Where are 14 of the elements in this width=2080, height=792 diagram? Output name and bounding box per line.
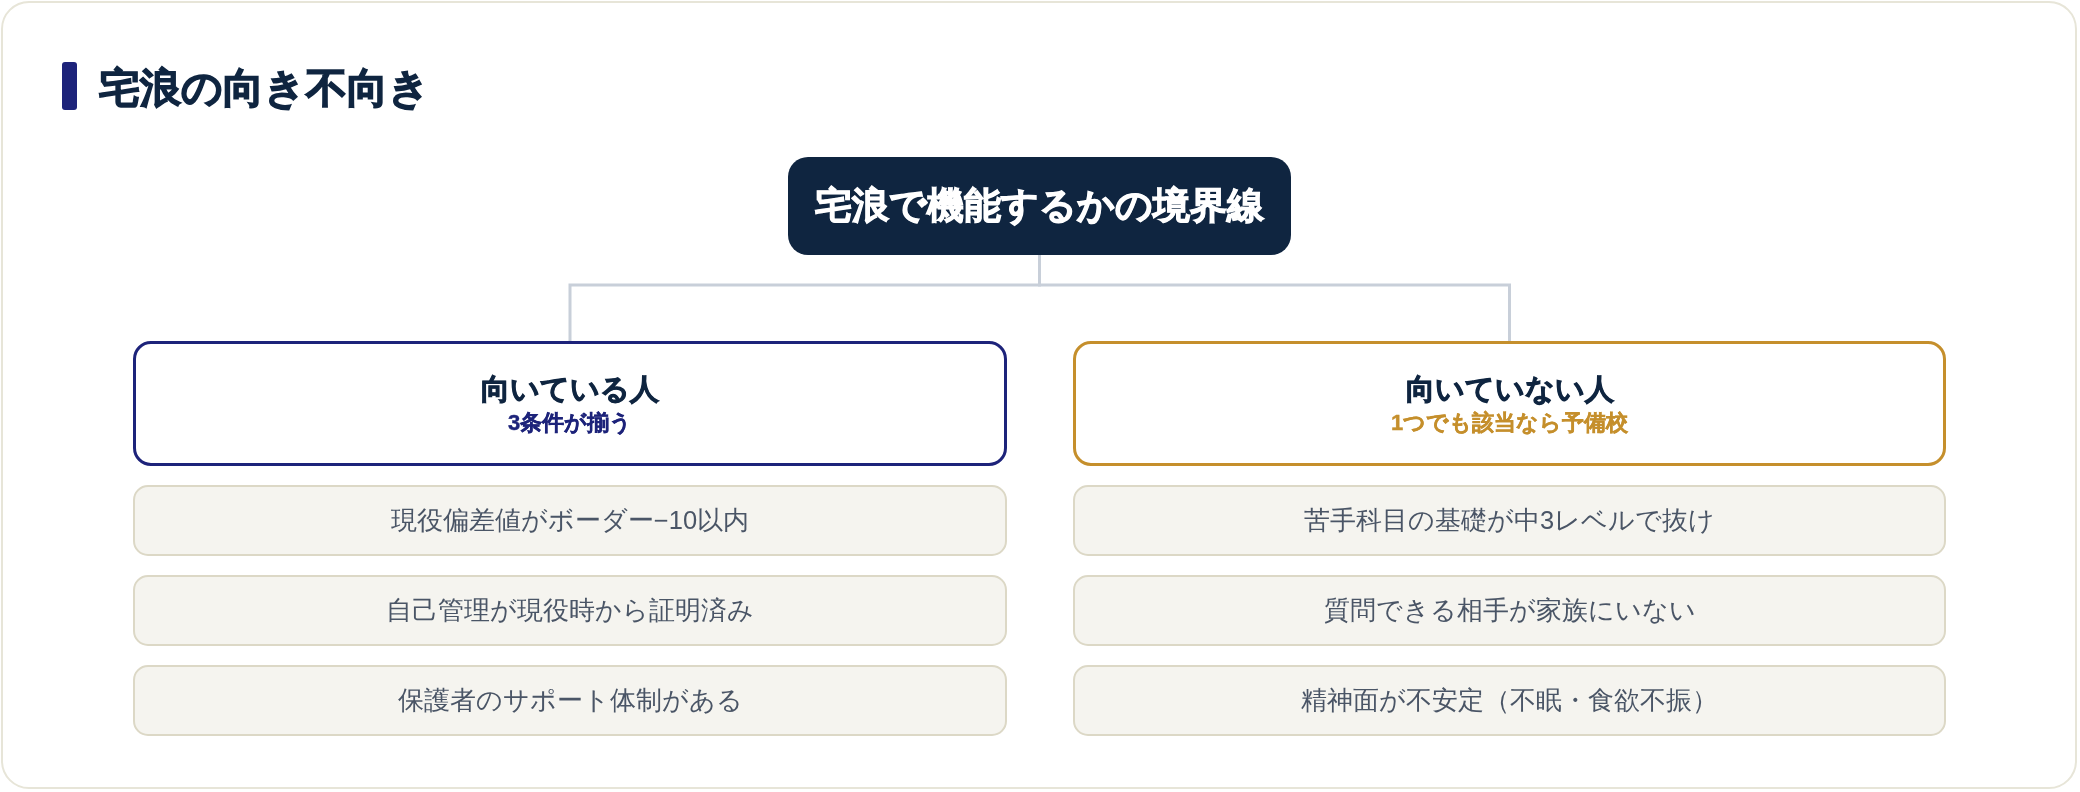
- condition-box: 精神面が不安定（不眠・食欲不振）: [1073, 665, 1946, 736]
- box-subheading: 1つでも該当なら予備校: [1390, 408, 1629, 437]
- condition-box: 現役偏差値がボーダー−10以内: [133, 485, 1007, 556]
- condition-box: 自己管理が現役時から証明済み: [133, 575, 1007, 646]
- condition-box: 苦手科目の基礎が中3レベルで抜け: [1073, 485, 1946, 556]
- condition-box: 質問できる相手が家族にいない: [1073, 575, 1946, 646]
- box-heading: 向いている人: [481, 371, 659, 407]
- category-box: [133, 341, 1007, 466]
- title: 宅浪の向き不向き: [99, 64, 430, 113]
- category-box: [1073, 341, 1946, 466]
- box-subheading: 3条件が揃う: [507, 408, 633, 437]
- box-heading: 向いていない人: [1405, 371, 1614, 407]
- condition-box: 保護者のサポート体制がある: [133, 665, 1007, 736]
- root-box: 宅浪で機能するかの境界線: [788, 157, 1291, 255]
